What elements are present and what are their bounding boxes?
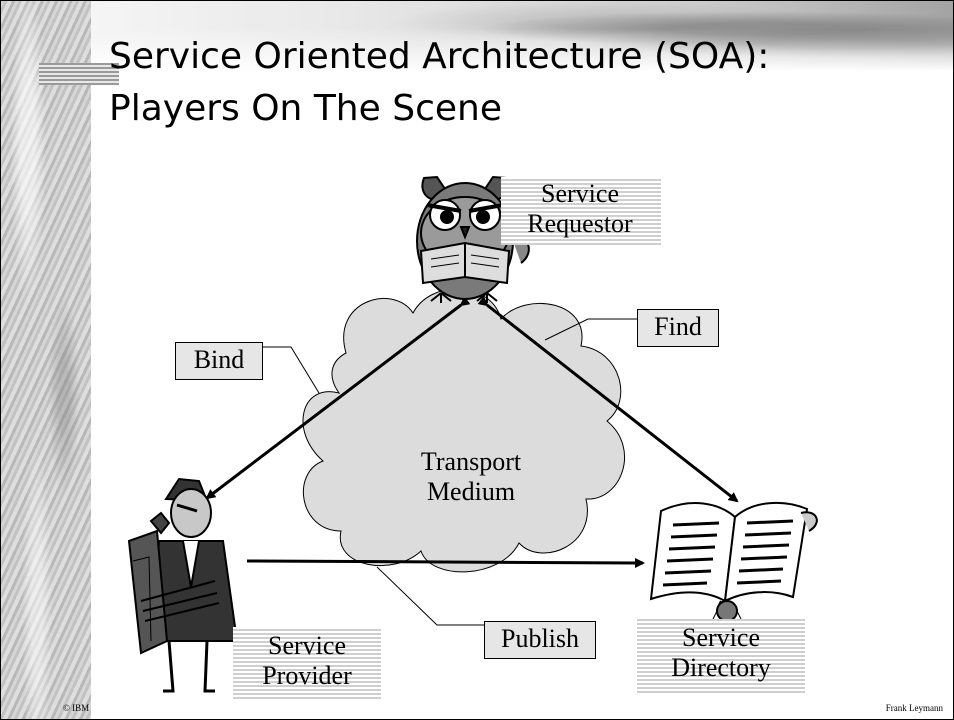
title-stripe-decoration xyxy=(39,63,119,85)
service-requestor-label: Service Requestor xyxy=(505,179,655,239)
bind-callout-line xyxy=(263,346,320,394)
provider-label-backdrop xyxy=(233,627,381,699)
transport-medium-cloud xyxy=(302,288,625,573)
requestor-line-1: Service xyxy=(541,179,619,208)
provider-line-1: Service xyxy=(268,631,346,660)
service-provider-label: Service Provider xyxy=(235,631,379,691)
copyright-footer: © IBM xyxy=(63,703,90,713)
bind-arrow xyxy=(205,296,471,500)
author-footer: Frank Leymann xyxy=(885,703,943,713)
requestor-label-backdrop xyxy=(501,177,661,245)
publish-arrow xyxy=(246,557,645,568)
marble-left-border xyxy=(1,1,91,719)
title-line-2: Players On The Scene xyxy=(109,88,502,129)
butler-with-coats-icon xyxy=(127,477,239,693)
open-book-with-seal-icon xyxy=(649,501,818,630)
publish-operation-box: Publish xyxy=(484,621,596,659)
directory-line-2: Directory xyxy=(671,653,771,682)
slide-title: Service Oriented Architecture (SOA): Pla… xyxy=(109,31,769,135)
service-directory-label: Service Directory xyxy=(641,623,801,683)
medium-line-2: Medium xyxy=(426,477,516,506)
find-operation-box: Find xyxy=(637,309,719,347)
medium-line-1: Transport xyxy=(420,447,522,476)
marble-header-texture xyxy=(91,1,953,71)
bind-operation-box: Bind xyxy=(175,342,263,380)
directory-line-1: Service xyxy=(682,623,760,652)
transport-medium-label: Transport Medium xyxy=(391,447,551,507)
directory-label-backdrop xyxy=(637,619,805,693)
find-arrow xyxy=(477,296,739,503)
requestor-line-2: Requestor xyxy=(527,209,633,238)
title-line-1: Service Oriented Architecture (SOA): xyxy=(109,36,770,77)
provider-line-2: Provider xyxy=(262,661,352,690)
owl-reading-book-icon xyxy=(416,175,530,303)
publish-callout-line xyxy=(376,566,484,626)
